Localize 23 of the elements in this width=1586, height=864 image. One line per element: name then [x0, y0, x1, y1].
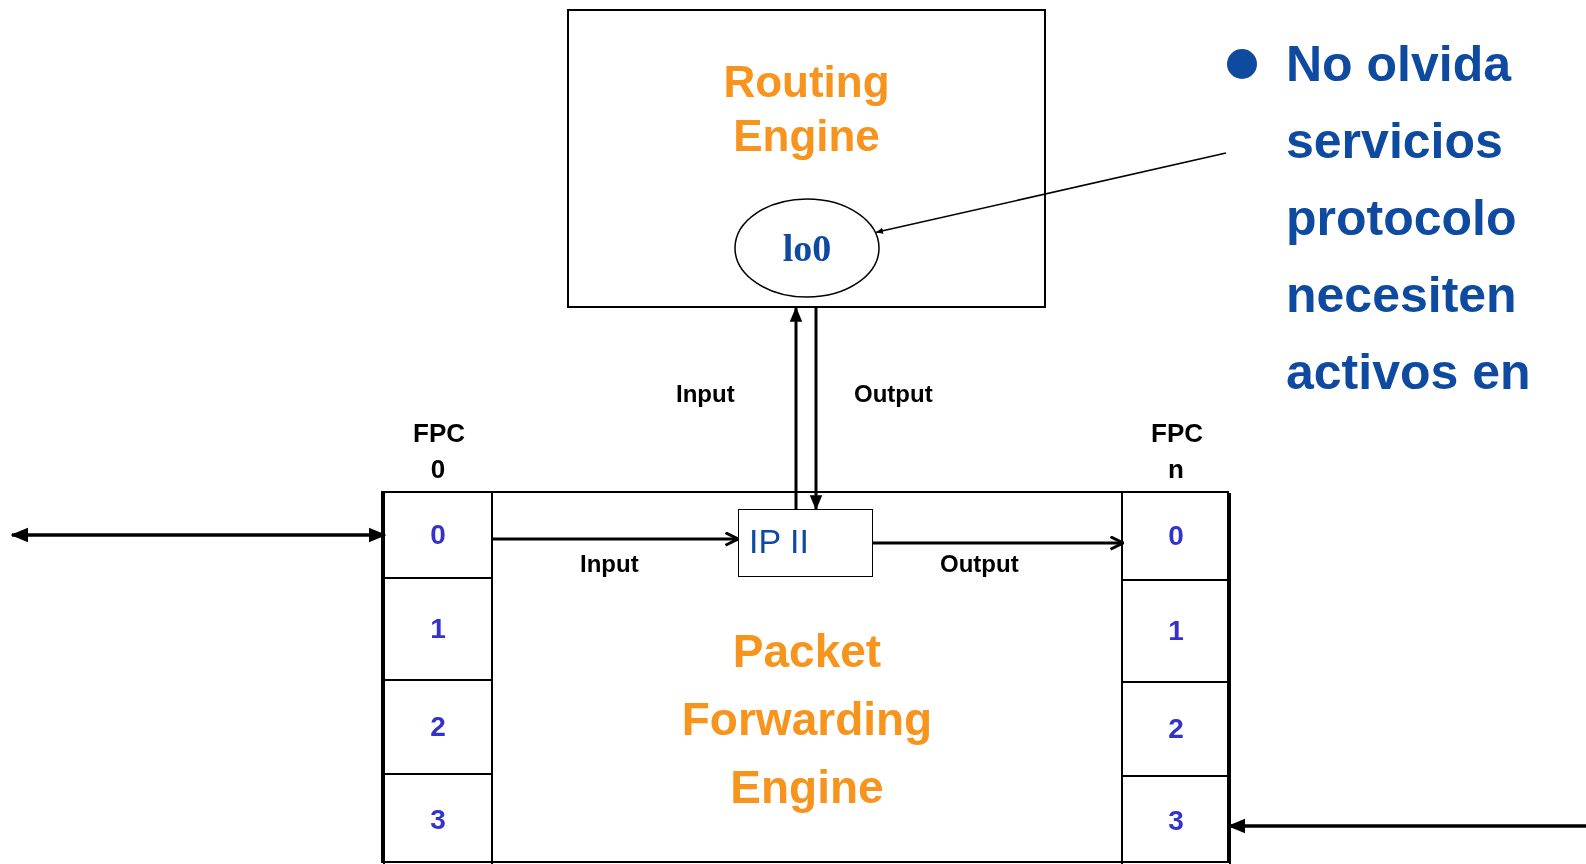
arrow — [10, 527, 387, 543]
arrow — [875, 152, 1227, 234]
port-number: 0 — [430, 519, 446, 551]
arrow — [491, 531, 740, 547]
arrow — [809, 308, 823, 511]
fpc-heading: FPC 0 — [412, 417, 466, 486]
interface-label: IP II — [749, 522, 809, 561]
arrow — [789, 306, 803, 509]
engine-title: Routing Engine — [722, 56, 891, 162]
port-number: 1 — [430, 613, 446, 645]
port-number: 1 — [1168, 615, 1184, 647]
port-number: 3 — [1168, 805, 1184, 837]
routing-engine-box — [567, 9, 1046, 308]
port-number: 2 — [1168, 713, 1184, 745]
port-number: 2 — [430, 711, 446, 743]
note-text: No olvida servicios protocolo necesiten activos en — [1286, 35, 1532, 402]
fpc-heading: FPC n — [1150, 417, 1204, 486]
port-number: 0 — [1168, 520, 1184, 552]
interface-name: lo0 — [782, 226, 832, 270]
arrow — [873, 535, 1125, 551]
engine-title: Packet Forwarding Engine — [680, 624, 934, 815]
interface-box — [738, 509, 873, 577]
port-number: 3 — [430, 804, 446, 836]
